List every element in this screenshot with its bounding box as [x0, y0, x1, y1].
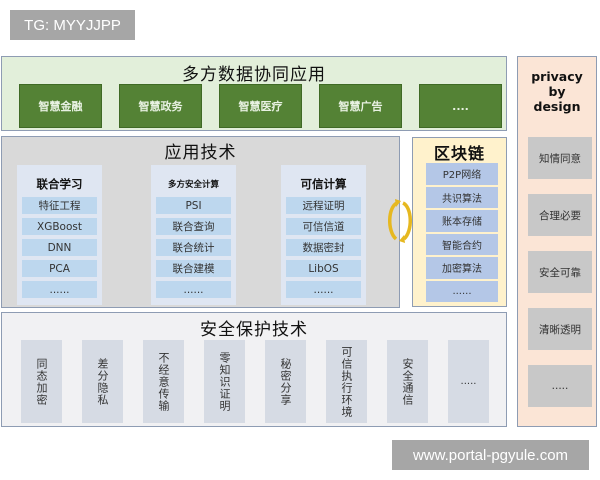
security-item: 零知识证明 [204, 340, 245, 423]
security-item-more: ..... [448, 340, 489, 423]
tech-column-trusted-computing: 可信计算 远程证明 可信信道 数据密封 LibOS ...... [281, 165, 366, 305]
privacy-items: 知情同意 合理必要 安全可靠 清晰透明 ..... [528, 137, 592, 422]
blockchain-item: P2P网络 [426, 163, 498, 185]
sync-arrows-icon [388, 199, 412, 243]
blockchain-item: 共识算法 [426, 186, 498, 208]
blockchain-title: 区块链 [433, 144, 485, 163]
app-item-finance: 智慧金融 [19, 84, 102, 128]
blockchain-item: 账本存储 [426, 210, 498, 232]
tech-layer-title: 应用技术 [164, 143, 237, 163]
app-layer-title: 多方数据协同应用 [182, 65, 326, 85]
security-items: 同态加密 差分隐私 不经意传输 零知识证明 秘密分享 可信执行环境 安全通信 .… [21, 340, 489, 423]
tech-item: 远程证明 [286, 197, 361, 214]
privacy-item: ..... [528, 365, 592, 407]
tech-item: 可信信道 [286, 218, 361, 235]
security-item: 可信执行环境 [326, 340, 367, 423]
tech-item: 联合建模 [156, 260, 231, 277]
blockchain-item: 智能合约 [426, 233, 498, 255]
blockchain-item: ...... [426, 280, 498, 302]
watermark-top: TG: MYYJJPP [10, 10, 135, 40]
tech-column-title: 多方安全计算 [167, 180, 219, 190]
tech-item: PCA [22, 260, 97, 277]
privacy-item: 清晰透明 [528, 308, 592, 350]
security-layer-title: 安全保护技术 [200, 320, 308, 340]
security-item: 安全通信 [387, 340, 428, 423]
tech-item: ...... [22, 281, 97, 298]
app-item-medical: 智慧医疗 [219, 84, 302, 128]
security-layer: 安全保护技术 同态加密 差分隐私 不经意传输 零知识证明 秘密分享 可信执行环境… [1, 312, 507, 427]
tech-item: ...... [156, 281, 231, 298]
app-item-advertising: 智慧广告 [319, 84, 402, 128]
tech-item: 数据密封 [286, 239, 361, 256]
app-layer: 多方数据协同应用 智慧金融 智慧政务 智慧医疗 智慧广告 .... [1, 56, 507, 131]
privacy-item: 合理必要 [528, 194, 592, 236]
tech-column-federated-learning: 联合学习 特征工程 XGBoost DNN PCA ...... [17, 165, 102, 305]
tech-item: ...... [286, 281, 361, 298]
blockchain-panel: 区块链 P2P网络 共识算法 账本存储 智能合约 加密算法 ...... [412, 137, 507, 307]
tech-layer: 应用技术 联合学习 特征工程 XGBoost DNN PCA ...... 多方… [1, 136, 400, 308]
blockchain-items: P2P网络 共识算法 账本存储 智能合约 加密算法 ...... [426, 163, 498, 304]
privacy-title: privacy by design [518, 69, 596, 114]
tech-item: PSI [156, 197, 231, 214]
privacy-item: 安全可靠 [528, 251, 592, 293]
security-item: 秘密分享 [265, 340, 306, 423]
tech-column-title: 联合学习 [36, 177, 83, 191]
watermark-bottom: www.portal-pgyule.com [392, 440, 589, 470]
tech-item: 联合统计 [156, 239, 231, 256]
security-item: 差分隐私 [82, 340, 123, 423]
blockchain-item: 加密算法 [426, 257, 498, 279]
tech-item: XGBoost [22, 218, 97, 235]
privacy-item: 知情同意 [528, 137, 592, 179]
app-items: 智慧金融 智慧政务 智慧医疗 智慧广告 .... [19, 84, 502, 128]
privacy-title-line: privacy [531, 69, 583, 84]
tech-item: 特征工程 [22, 197, 97, 214]
app-item-government: 智慧政务 [119, 84, 202, 128]
security-item: 同态加密 [21, 340, 62, 423]
security-item: 不经意传输 [143, 340, 184, 423]
tech-item: DNN [22, 239, 97, 256]
privacy-title-line: by [548, 84, 566, 99]
app-item-more: .... [419, 84, 502, 128]
privacy-title-line: design [533, 99, 581, 114]
tech-column-mpc: 多方安全计算 PSI 联合查询 联合统计 联合建模 ...... [151, 165, 236, 305]
privacy-by-design-panel: privacy by design 知情同意 合理必要 安全可靠 清晰透明 ..… [517, 56, 597, 427]
tech-item: 联合查询 [156, 218, 231, 235]
tech-item: LibOS [286, 260, 361, 277]
tech-column-title: 可信计算 [300, 177, 347, 191]
